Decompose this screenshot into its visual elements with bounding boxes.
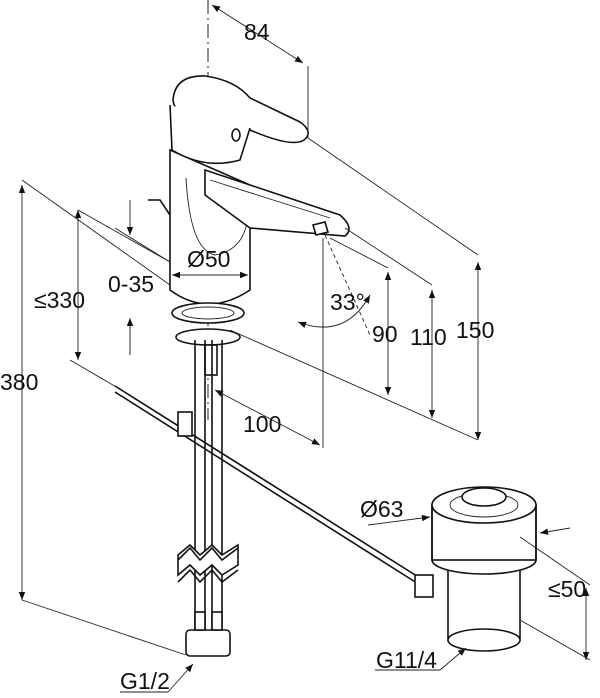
dim-total-hose-length: 380 xyxy=(0,369,38,395)
dim-lever-reach: 84 xyxy=(244,19,270,45)
waste-thread-label: G11/4 xyxy=(376,647,437,673)
dim-spout-projection: 100 xyxy=(243,411,281,437)
dim-spout-height: 90 xyxy=(372,321,398,347)
dimension-lines xyxy=(18,4,591,693)
supply-hoses xyxy=(177,340,239,657)
dim-spout-top-height: 110 xyxy=(410,324,447,350)
dim-total-height: 150 xyxy=(456,317,494,343)
dim-max-hose-length: ≤330 xyxy=(34,287,85,313)
dim-spout-angle: 33° xyxy=(330,289,365,315)
dim-deck-thickness: 0-35 xyxy=(108,271,154,297)
mounting-kit xyxy=(171,302,245,376)
waste-valve xyxy=(414,486,537,652)
dim-waste-diameter: Ø63 xyxy=(360,496,403,522)
dim-waste-height: ≤50 xyxy=(548,576,586,602)
pull-rod xyxy=(114,385,421,586)
faucet-body xyxy=(148,75,350,305)
supply-thread-label: G1/2 xyxy=(120,668,170,694)
dim-body-diameter: Ø50 xyxy=(187,246,230,272)
